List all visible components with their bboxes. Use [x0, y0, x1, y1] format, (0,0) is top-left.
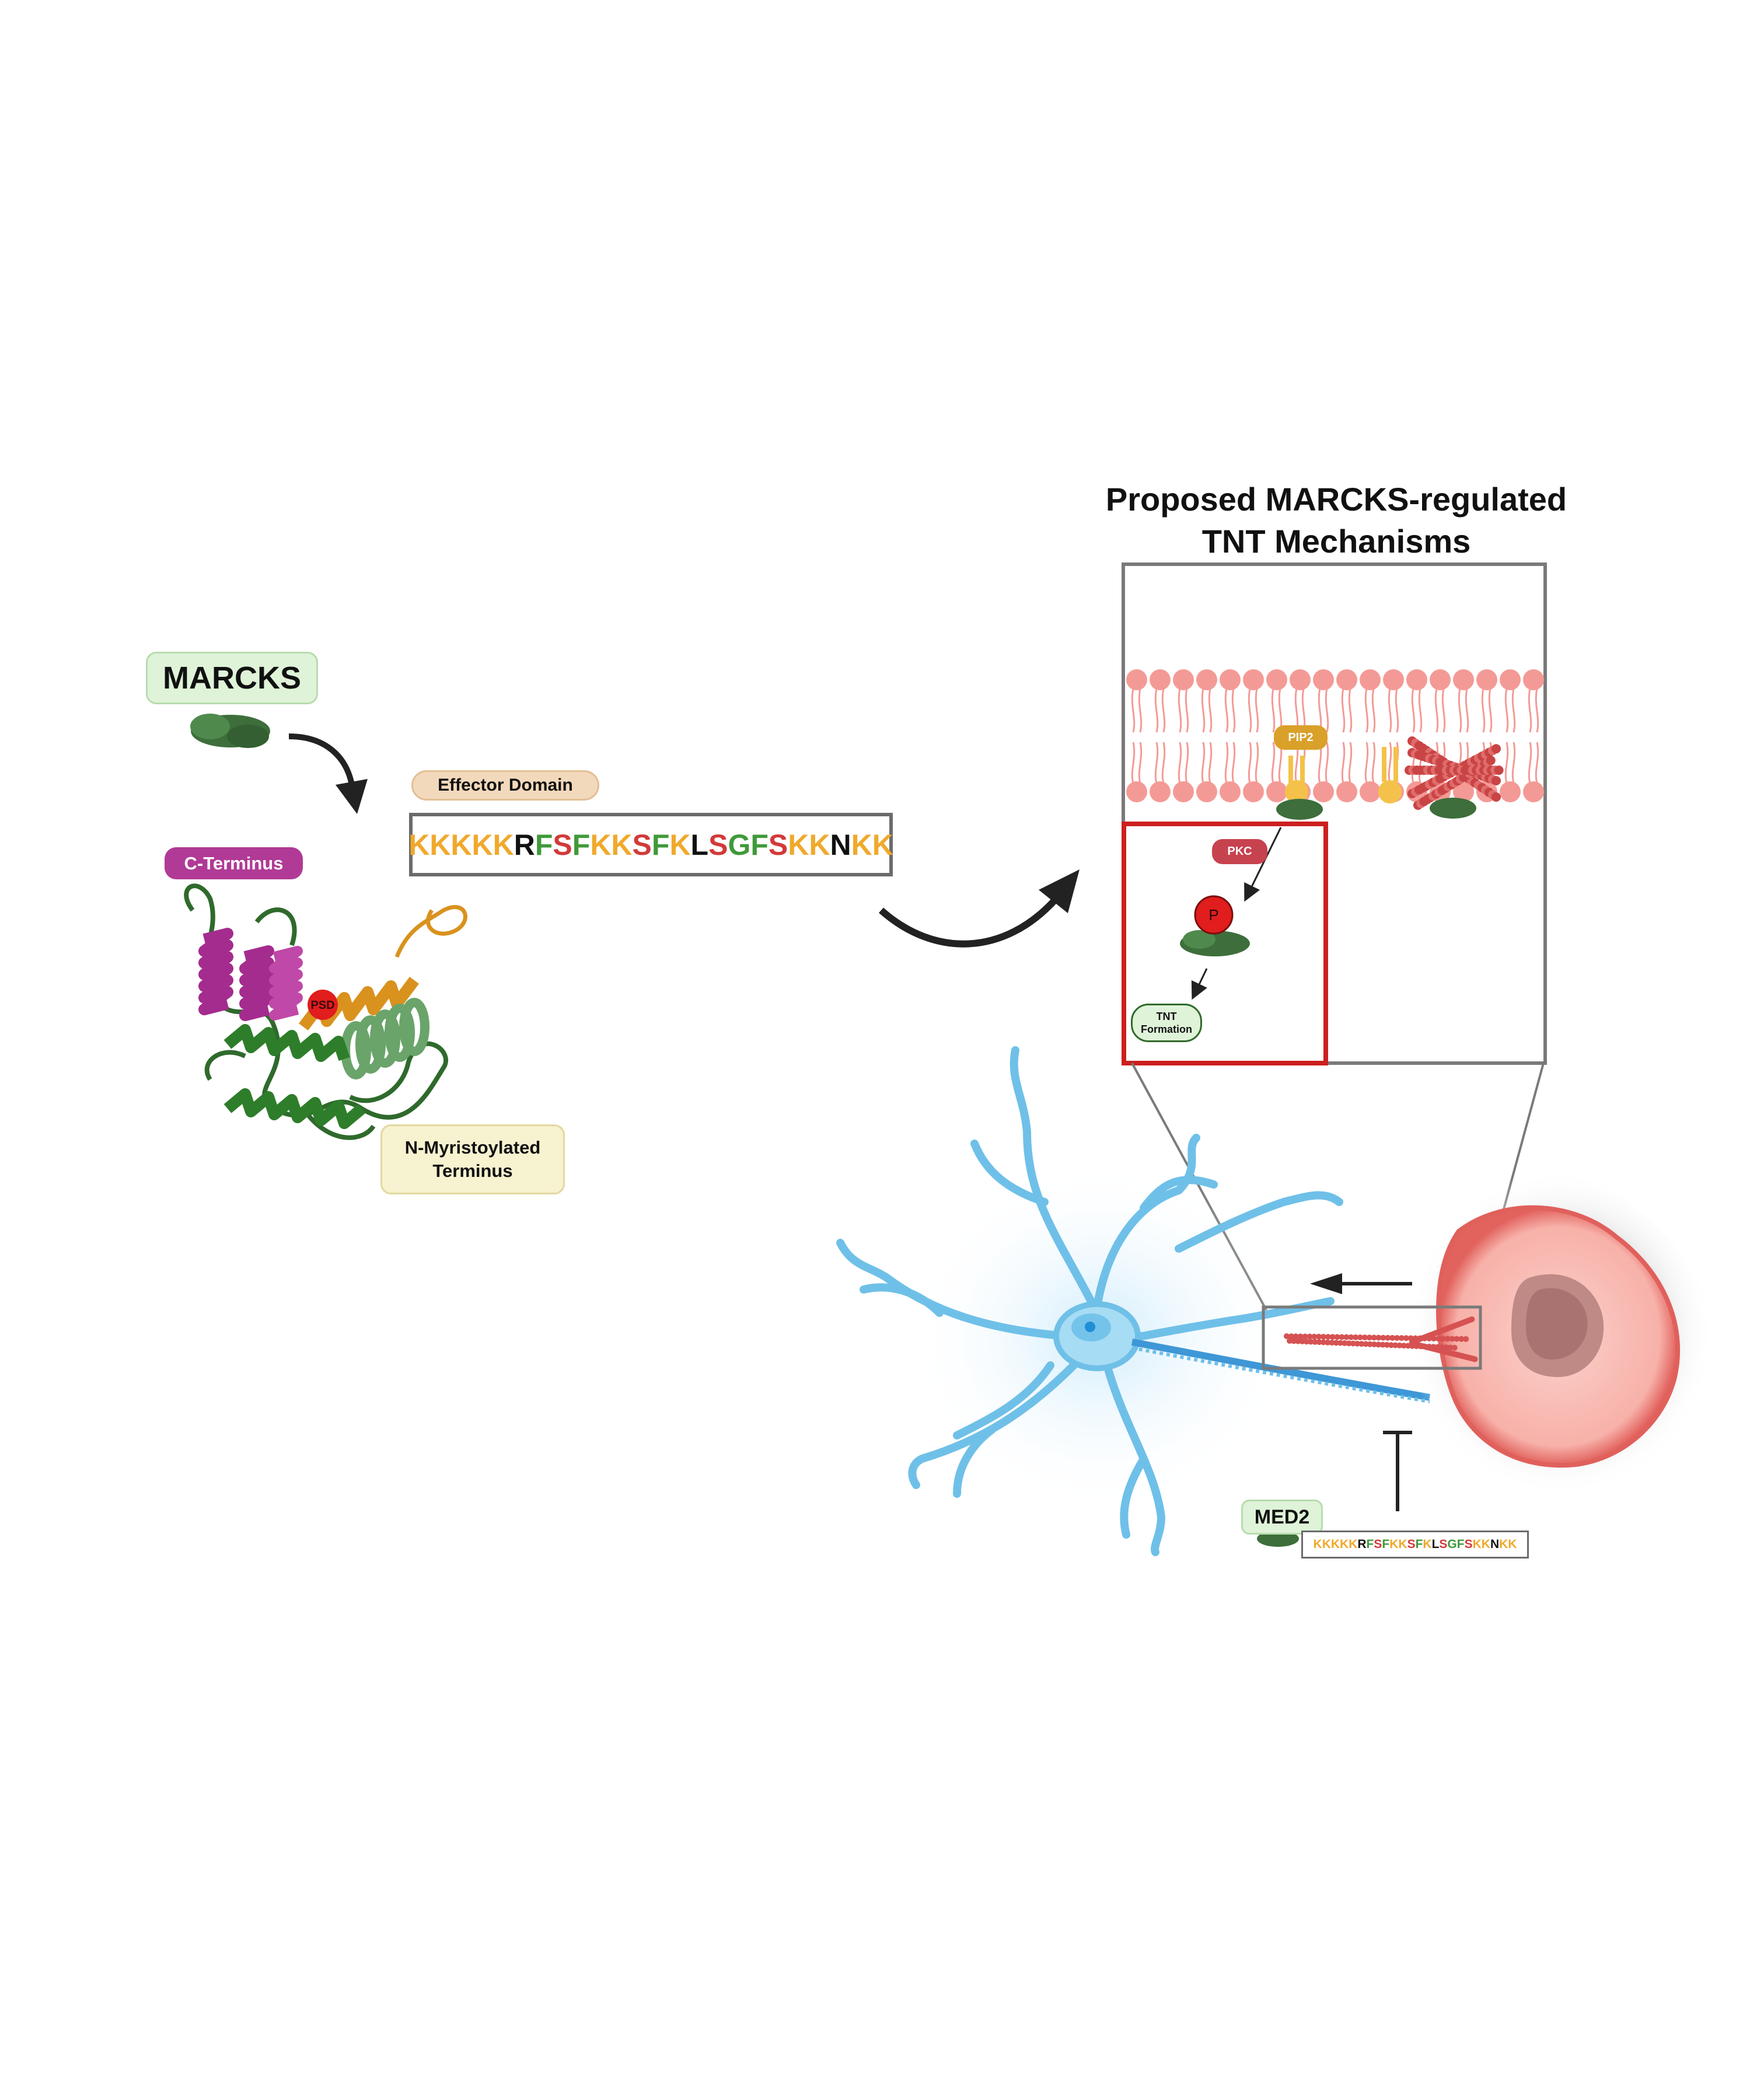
- sequence-residue: F: [572, 828, 591, 861]
- tnt-formation-label: TNT Formation: [1131, 1004, 1202, 1042]
- sequence-residue: K: [1499, 1538, 1508, 1551]
- sequence-residue: K: [471, 828, 493, 861]
- sequence-residue: K: [590, 828, 612, 861]
- sequence-residue: N: [830, 828, 851, 861]
- c-terminus-text: C-Terminus: [184, 852, 284, 873]
- inhibition-icon: [1383, 1431, 1412, 1511]
- sequence-residue: K: [1389, 1538, 1399, 1551]
- sequence-residue: F: [1456, 1538, 1465, 1551]
- tnt-bundle-icon: [1284, 1316, 1478, 1362]
- sequence-residue: S: [1439, 1538, 1448, 1551]
- sequence-residue: F: [750, 828, 769, 861]
- sequence-residue: K: [788, 828, 809, 861]
- marcks-label: MARCKS: [146, 652, 318, 704]
- sequence-residue: K: [809, 828, 830, 861]
- sequence-residue: R: [514, 828, 535, 861]
- sequence-residue: S: [708, 828, 728, 861]
- sequence-residue: K: [611, 828, 633, 861]
- sequence-residue: K: [492, 828, 514, 861]
- title-line-2: TNT Mechanisms: [1201, 523, 1471, 560]
- sequence-residue: K: [1313, 1538, 1322, 1551]
- title-line-1: Proposed MARCKS-regulated: [1105, 481, 1567, 518]
- sequence-residue: K: [450, 828, 472, 861]
- mechanism-detail-box: [1122, 822, 1328, 1065]
- actin-filament-icon: [1405, 736, 1504, 810]
- sequence-residue: F: [1382, 1538, 1390, 1551]
- phospho-marcks-icon: [1180, 895, 1250, 956]
- n-myristoylated-line-1: N-Myristoylated: [404, 1137, 541, 1158]
- sequence-residue: F: [1415, 1538, 1423, 1551]
- phospho-text: P: [1208, 906, 1219, 924]
- pkc-arrow-icon: [1244, 827, 1282, 902]
- tnt-formation-line-1: TNT: [1156, 1011, 1177, 1022]
- pkc-text: PKC: [1227, 845, 1252, 858]
- sequence-residue: L: [1431, 1538, 1440, 1551]
- sequence-residue: G: [728, 828, 751, 861]
- sequence-residue: S: [553, 828, 572, 861]
- n-myristoylated-line-2: Terminus: [432, 1161, 513, 1181]
- tnt-zoom-box: [1262, 1305, 1482, 1370]
- sequence-residue: K: [669, 828, 691, 861]
- sequence-residue: K: [1508, 1538, 1517, 1551]
- sequence-residue: K: [872, 828, 893, 861]
- marcks-label-text: MARCKS: [163, 661, 301, 696]
- zoom-panel: [1122, 562, 1547, 1065]
- tumor-cell-icon: [1407, 1170, 1714, 1494]
- sequence-residue: S: [768, 828, 788, 861]
- n-myristoylated-label: N-Myristoylated Terminus: [380, 1124, 565, 1194]
- sequence-residue: K: [1322, 1538, 1331, 1551]
- sequence-residue: K: [429, 828, 451, 861]
- sequence-residue: R: [1357, 1538, 1367, 1551]
- figure-title: Proposed MARCKS-regulated TNT Mechanisms: [1045, 478, 1628, 562]
- pip2-label: PIP2: [1274, 725, 1328, 750]
- sequence-residue: N: [1490, 1538, 1500, 1551]
- psd-text: PSD: [310, 998, 335, 1012]
- tnt-arrow-icon: [1191, 968, 1208, 1000]
- sequence-residue: K: [1472, 1538, 1482, 1551]
- curved-arrow-down-icon: [288, 733, 368, 814]
- curved-arrow-right-icon: [879, 869, 1080, 948]
- sequence-residue: K: [1423, 1538, 1432, 1551]
- sequence-residue: F: [651, 828, 670, 861]
- effector-domain-label: Effector Domain: [411, 770, 599, 801]
- marcks-structure-icon: [184, 883, 467, 1140]
- marcks-protein-icon: [190, 714, 270, 748]
- sequence-residue: K: [1349, 1538, 1358, 1551]
- sequence-residue: K: [408, 828, 430, 861]
- sequence-residue: K: [1340, 1538, 1349, 1551]
- sequence-residue: K: [851, 828, 872, 861]
- sequence-residue: S: [1374, 1538, 1382, 1551]
- pip2-lipid-icon: [1285, 747, 1402, 803]
- sequence-residue: F: [1366, 1538, 1374, 1551]
- sequence-residue: K: [1398, 1538, 1407, 1551]
- sequence-residue: F: [535, 828, 553, 861]
- med2-text: MED2: [1254, 1505, 1310, 1528]
- med2-label: MED2: [1241, 1500, 1323, 1535]
- neuron-cell-icon: [836, 1046, 1431, 1556]
- phospho-label: P: [1202, 903, 1225, 927]
- sequence-residue: K: [1330, 1538, 1340, 1551]
- sequence-residue: S: [1464, 1538, 1473, 1551]
- sequence-residue: K: [1481, 1538, 1490, 1551]
- arrow-left-icon: [1310, 1273, 1412, 1294]
- c-terminus-label: C-Terminus: [165, 847, 303, 879]
- membrane-marcks-icon: [1276, 798, 1476, 820]
- sequence-residue: G: [1447, 1538, 1457, 1551]
- pkc-label: PKC: [1212, 839, 1267, 864]
- tnt-formation-line-2: Formation: [1141, 1023, 1192, 1035]
- pip2-text: PIP2: [1288, 731, 1314, 744]
- effector-domain-text: Effector Domain: [438, 775, 573, 795]
- psd-label: PSD: [305, 998, 340, 1013]
- sequence-residue: S: [632, 828, 652, 861]
- sequence-residue: S: [1407, 1538, 1416, 1551]
- med2-peptide-icon: [1257, 1531, 1299, 1547]
- sequence-residue: L: [690, 828, 709, 861]
